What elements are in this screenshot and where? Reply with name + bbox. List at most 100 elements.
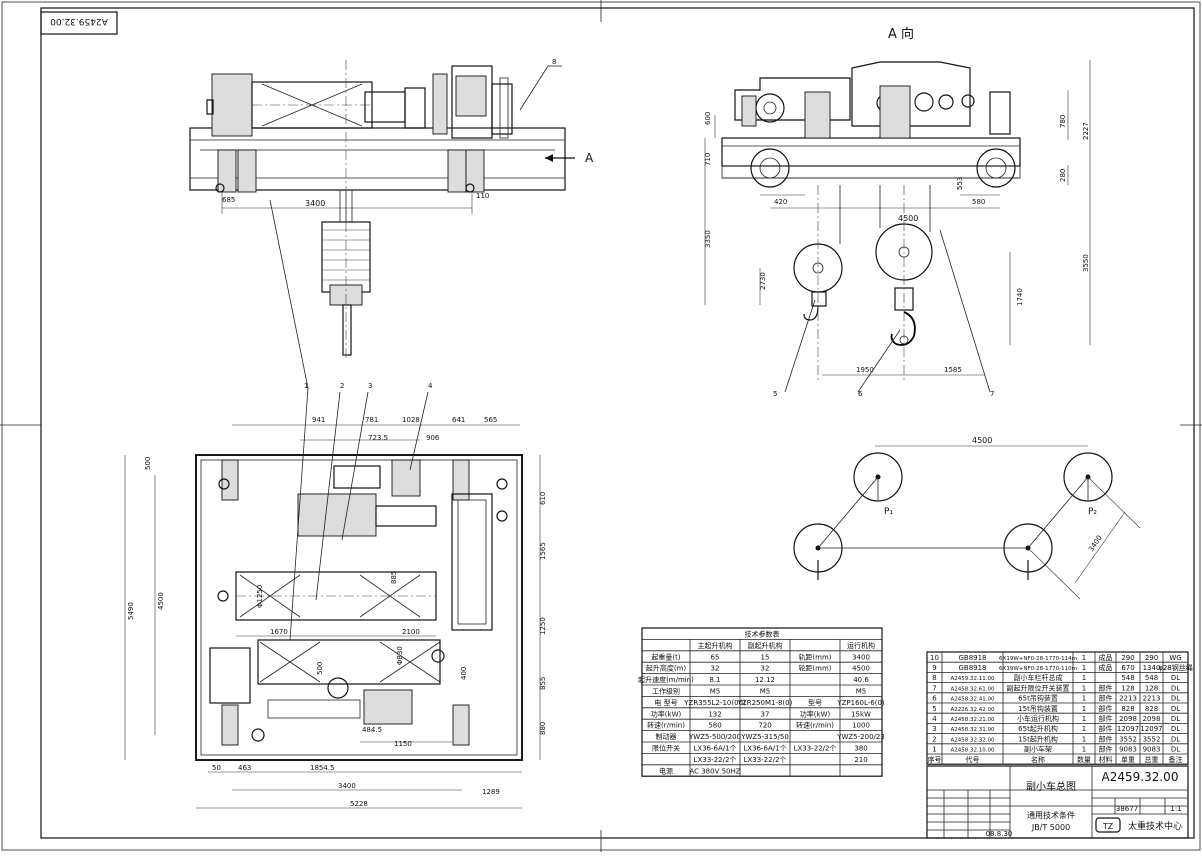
bom-cell: 2 xyxy=(932,735,936,743)
bom-cell: A2458.32.61.00 xyxy=(951,686,996,692)
bom-cell: DL xyxy=(1171,746,1180,754)
plan-view: 941 781 1028 641 565 723.5 906 5490 500 … xyxy=(124,199,547,809)
bom-cell: 部件 xyxy=(1099,683,1113,692)
top-view: A 3400 685 110 8 xyxy=(189,58,594,360)
side-dim-2730: 2730 xyxy=(759,272,767,290)
tech-table-cell: LX33-22/2个 xyxy=(794,745,837,753)
tech-table-cell: 轮距(mm) xyxy=(798,664,831,673)
bom-header-cell: 名称 xyxy=(1031,755,1045,764)
company-name: 太重技术中心 xyxy=(1128,820,1182,832)
tech-table-cell: 制动器 xyxy=(656,732,677,741)
side-view: A 向 xyxy=(704,26,1091,398)
side-dim-1950: 1950 xyxy=(856,366,874,374)
plan-dim-1854: 1854.5 xyxy=(310,764,335,772)
bom-cell: 6 xyxy=(932,695,937,703)
plan-dim-641: 641 xyxy=(452,416,465,424)
tech-table-cell: 起升高度(m) xyxy=(646,664,687,673)
bom-cell: 2213 xyxy=(1143,695,1161,703)
side-dim-1740: 1740 xyxy=(1016,288,1024,306)
plan-dim-880: 880 xyxy=(539,722,547,735)
tech-table-cell: 1000 xyxy=(852,722,870,730)
balloon-2: 2 xyxy=(340,382,344,390)
plan-dim-781: 781 xyxy=(365,416,378,424)
title-drawing-no: A2459.32.00 xyxy=(1102,770,1179,784)
title-name: 副小车总图 xyxy=(1026,780,1076,793)
bom-cell: DL xyxy=(1171,695,1180,703)
plan-dim-463: 463 xyxy=(238,764,251,772)
bom-cell: A2459.32.11.00 xyxy=(951,676,996,682)
bom-cell: 部件 xyxy=(1099,714,1113,723)
plan-dim-4500: 4500 xyxy=(157,592,165,610)
bom-cell: A2458.32.31.00 xyxy=(951,727,996,733)
bom-cell: 9 xyxy=(932,664,936,672)
bom-cell: 1 xyxy=(1082,684,1086,692)
bom-cell: DL xyxy=(1171,715,1180,723)
top-dim-685: 685 xyxy=(222,196,235,204)
bom-header-cell: 总重 xyxy=(1145,755,1159,764)
side-dim-780: 780 xyxy=(1059,115,1067,128)
wheel-dim-4500: 4500 xyxy=(972,436,992,445)
tech-table-header: 主起升机构 xyxy=(698,641,733,650)
tech-table-cell: M5 xyxy=(856,688,867,696)
tech-table-cell: 电 型号 xyxy=(654,698,677,707)
side-dim-4500: 4500 xyxy=(898,214,918,223)
bom-cell: 1 xyxy=(1082,725,1086,733)
bom-cell: 8 xyxy=(932,674,936,682)
tech-table-cell: 起升速度(m/min) xyxy=(638,675,694,684)
tech-table-cell: 580 xyxy=(708,722,721,730)
title-date: 08.8.30 xyxy=(986,830,1013,838)
bom-cell: 12097 xyxy=(1117,725,1139,733)
bom-cell: 部件 xyxy=(1099,724,1113,733)
bom-cell: 2213 xyxy=(1119,695,1137,703)
bom-cell: 小车运行机构 xyxy=(1017,714,1059,723)
tech-table-cell: LX36-6A/1个 xyxy=(743,745,786,753)
plan-dim-1250: 1250 xyxy=(539,617,547,635)
bom-header-cell: 数量 xyxy=(1077,755,1091,764)
plan-dim-906: 906 xyxy=(426,434,440,442)
tech-table-cell: 功率(kW) xyxy=(651,709,682,718)
bom-cell: 副小车栏杆总成 xyxy=(1014,673,1063,682)
tech-table-cell: 转速(r/min) xyxy=(796,721,834,730)
plan-dim-1670: 1670 xyxy=(270,628,288,636)
bom-cell: DL xyxy=(1171,705,1180,713)
bom-cell: 1 xyxy=(1082,715,1086,723)
tech-table-cell: YWZ5-315/50 xyxy=(740,733,789,741)
bom-cell: 6X19W+NF0-28-1770-110m xyxy=(999,666,1077,672)
bom-cell: DL xyxy=(1171,735,1180,743)
tech-table-cell: YWZ5-200/23 xyxy=(836,733,885,741)
wheel-diagram: 4500 3400 P₁ P₂ xyxy=(793,436,1141,600)
company-logo xyxy=(1095,817,1121,833)
plan-dim-885: 885 xyxy=(390,571,398,584)
stamp-box: A2459.32.00 xyxy=(40,11,118,35)
bom-cell: 副小车架 xyxy=(1024,745,1052,754)
inner-border xyxy=(40,7,1195,839)
stamp-text: A2459.32.00 xyxy=(50,16,108,26)
bom-cell: A2458.32.32.00 xyxy=(951,737,996,743)
side-dim-600: 600 xyxy=(704,112,712,125)
top-dim-3400: 3400 xyxy=(305,199,325,208)
bom-cell: A2458.32.10.00 xyxy=(951,748,996,754)
tech-table-cell: YZP160L-6(0) xyxy=(836,699,885,707)
tech-table-cell: 210 xyxy=(854,756,867,764)
tech-table-cell: YZR250M1-8(0) xyxy=(737,699,793,707)
tech-table-cell: M5 xyxy=(760,688,771,696)
plan-dim-400: 400 xyxy=(460,667,468,680)
bom-cell: 成品 xyxy=(1099,663,1113,672)
bom-cell: A2226.32.42.00 xyxy=(951,707,996,713)
bom-cell: DL xyxy=(1171,725,1180,733)
plan-dim-phi1250: Φ1250 xyxy=(256,585,264,608)
plan-dim-5228: 5228 xyxy=(350,800,368,808)
tech-table-cell: 4500 xyxy=(852,665,870,673)
balloon-6: 6 xyxy=(858,390,863,398)
tech-table-cell: 37 xyxy=(761,710,770,718)
tech-table-cell: 限位开关 xyxy=(652,744,680,753)
plan-dim-855: 855 xyxy=(539,677,547,690)
tech-table-cell: 40.6 xyxy=(853,676,869,684)
top-dim-110: 110 xyxy=(476,192,489,200)
tech-table-cell: 65 xyxy=(711,653,720,661)
tech-table-cell: 轨距(mm) xyxy=(798,652,831,661)
tech-table-cell: YZR355L2-10(00) xyxy=(683,699,746,707)
tech-table-title: 技术参数表 xyxy=(745,630,780,639)
